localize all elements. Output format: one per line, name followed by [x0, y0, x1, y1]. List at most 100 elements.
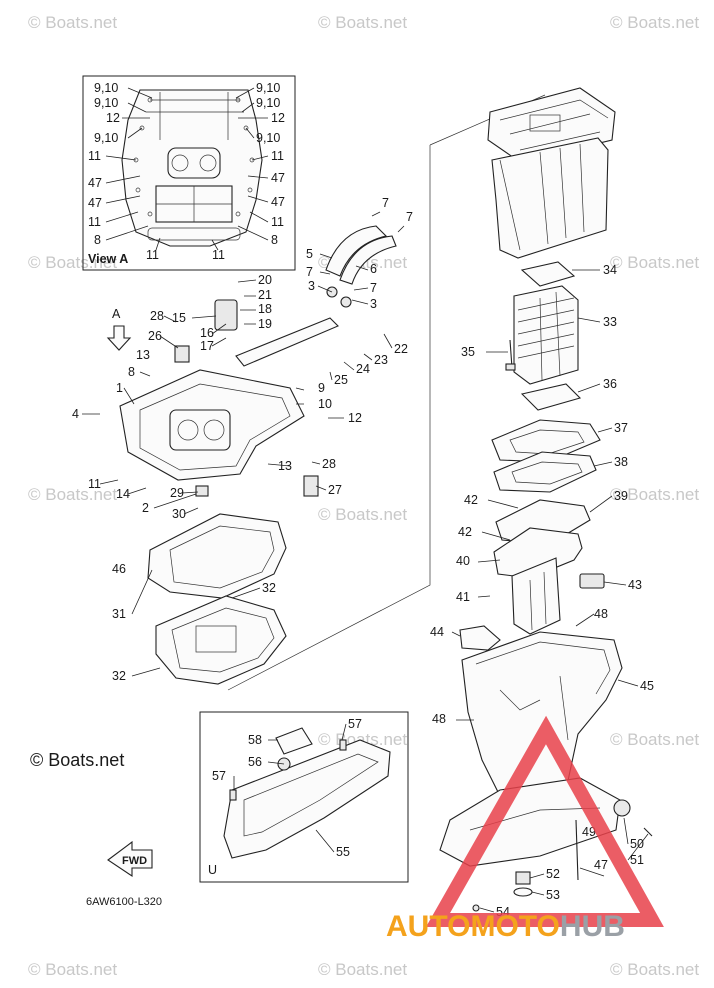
- part-label: 28: [150, 309, 164, 323]
- powerhead-base: [487, 87, 616, 259]
- view-a-title: View A: [88, 252, 128, 266]
- arrow-label: A: [112, 307, 121, 321]
- part-label: 57: [212, 769, 226, 783]
- fwd-label: FWD: [122, 855, 147, 867]
- bolt-35: [509, 339, 513, 369]
- part-label: 34: [603, 263, 617, 277]
- pin-57: [229, 789, 237, 801]
- part-label: 9,10: [256, 131, 280, 145]
- part-label: 47: [271, 195, 285, 209]
- part-label: 38: [614, 455, 628, 469]
- part-label: 37: [614, 421, 628, 435]
- part-label: 33: [603, 315, 617, 329]
- brand-logo: AUTOMOTOHUB: [386, 715, 664, 943]
- grommet-26: [174, 345, 190, 363]
- view-a-leaders: [105, 87, 269, 251]
- part-label: 8: [128, 365, 135, 379]
- part-label: 32: [262, 581, 276, 595]
- part-label: 48: [432, 712, 446, 726]
- part-label: 44: [430, 625, 444, 639]
- assembly-boundary: [227, 145, 431, 691]
- damper-43: [579, 573, 605, 589]
- part-label: 9,10: [94, 81, 118, 95]
- part-label: 53: [546, 888, 560, 902]
- brand-triangle-icon: [425, 715, 664, 927]
- exhaust-gaskets: [491, 419, 601, 545]
- watermark-text: © Boats.net: [28, 960, 117, 979]
- part-label: 22: [394, 342, 408, 356]
- part-label: 23: [374, 353, 388, 367]
- part-label: 36: [603, 377, 617, 391]
- part-label: 19: [258, 317, 272, 331]
- part-label: 7: [406, 210, 413, 224]
- part-label: 56: [248, 755, 262, 769]
- watermark-text: © Boats.net: [318, 960, 407, 979]
- part-label: 17: [200, 339, 214, 353]
- view-a-left-labels: 9,10 9,10 12 9,10 11 47 47 11 8 11: [88, 81, 159, 262]
- part-label: 20: [258, 273, 272, 287]
- hose-plate: [235, 317, 339, 367]
- watermark-text: © Boats.net: [610, 485, 699, 504]
- watermark-text: © Boats.net: [610, 13, 699, 32]
- part-label: 28: [322, 457, 336, 471]
- part-label: 52: [546, 867, 560, 881]
- part-label: 2: [142, 501, 149, 515]
- leader-lines: [82, 211, 649, 913]
- diagram-code: 6AW6100-L320: [86, 896, 162, 908]
- part-label: 11: [88, 149, 101, 163]
- part-label: 58: [248, 733, 262, 747]
- part-label: 27: [328, 483, 342, 497]
- view-a-frame: [82, 75, 296, 271]
- watermark-text: © Boats.net: [28, 253, 117, 272]
- view-a-port: [167, 147, 221, 179]
- part-label: 55: [336, 845, 350, 859]
- part-label: 49: [582, 825, 596, 839]
- part-label: 11: [212, 248, 225, 262]
- screw-54: [472, 904, 480, 912]
- gasket-44: [459, 625, 501, 651]
- copyright-text: © Boats.net: [30, 750, 124, 770]
- gasket-46: [147, 513, 287, 599]
- gasket-37: [491, 419, 601, 463]
- part-label: 7: [370, 281, 377, 295]
- part-label: 32: [112, 669, 126, 683]
- part-label: 9,10: [256, 96, 280, 110]
- part-label: 21: [258, 288, 272, 302]
- part-label: 12: [106, 111, 120, 125]
- part-label: 45: [640, 679, 654, 693]
- part-label: 47: [88, 196, 102, 210]
- part-label: 8: [271, 233, 278, 247]
- reed-block-33: [513, 285, 579, 385]
- part-label: 46: [112, 562, 126, 576]
- view-u-title: U: [208, 863, 217, 877]
- grommet-50: [613, 799, 631, 817]
- part-label: 30: [172, 507, 186, 521]
- part-label: 3: [370, 297, 377, 311]
- part-label: 39: [614, 489, 628, 503]
- brand-part-1: AUTO: [386, 910, 470, 943]
- part-label: 11: [271, 149, 284, 163]
- housing-55: [223, 739, 391, 859]
- mounting-plate-assembly: [119, 299, 339, 497]
- pin-57: [339, 739, 347, 751]
- plug-52: [515, 871, 531, 885]
- part-label: 35: [461, 345, 475, 359]
- brand-part-3: HUB: [560, 910, 625, 943]
- watermark-text: © Boats.net: [610, 960, 699, 979]
- part-label: 47: [88, 176, 102, 190]
- bracket-27: [303, 475, 319, 497]
- callout-labels: 1 2 3 3 4 5 6 7 7 7 7 8 9 10 11 12 13 13…: [72, 196, 654, 919]
- washer-53: [513, 887, 533, 897]
- part-label: 47: [594, 858, 608, 872]
- part-label: 47: [271, 171, 285, 185]
- plate-31: [155, 595, 287, 685]
- part-label: 43: [628, 578, 642, 592]
- part-label: 57: [348, 717, 362, 731]
- part-label: 5: [306, 247, 313, 261]
- part-label: 40: [456, 554, 470, 568]
- part-label: 9,10: [94, 96, 118, 110]
- watermark-text: © Boats.net: [610, 253, 699, 272]
- part-label: 41: [456, 590, 470, 604]
- view-u-frame: [199, 711, 409, 883]
